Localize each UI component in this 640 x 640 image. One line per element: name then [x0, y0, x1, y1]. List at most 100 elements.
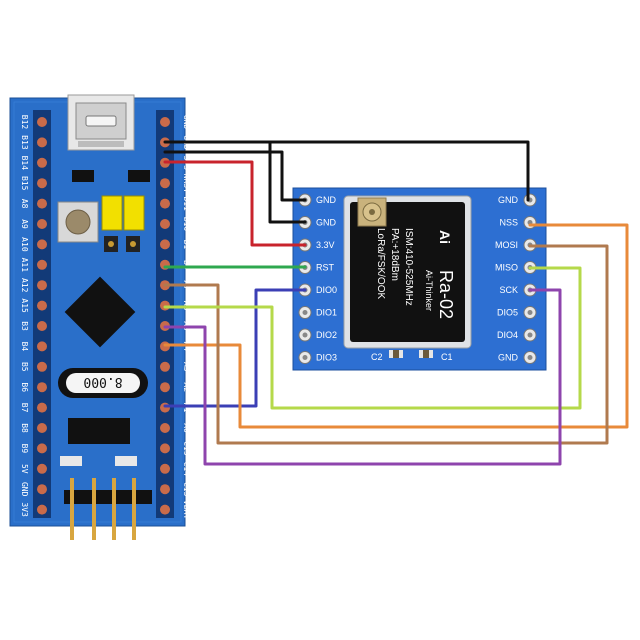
stm32-pin-label: A1	[182, 403, 191, 413]
stm32-pin-label: C13	[182, 482, 191, 497]
wire-miso	[163, 266, 582, 410]
wire-gnd-2	[163, 150, 307, 202]
module-pin-label: DIO1	[316, 308, 337, 318]
stm32-pad	[160, 463, 170, 474]
chip-brand: Ai-Thinker	[424, 270, 434, 311]
module-pin-label: DIO2	[316, 330, 337, 340]
crystal-oscillator: 8.000	[58, 368, 148, 398]
chip-model: Ra-02	[436, 270, 456, 319]
stm32-pad	[37, 178, 47, 189]
stm32-pin-label: A3	[182, 362, 191, 372]
stm32-pin-label: B7	[20, 403, 29, 413]
stm32-pin-label: A8	[20, 199, 29, 209]
wire-nss	[163, 223, 629, 429]
swd-header[interactable]	[60, 456, 152, 540]
stm32-pad	[160, 117, 170, 127]
stm32-pad	[160, 382, 170, 393]
stm32-pad	[37, 259, 47, 270]
stm32-pin-label: A10	[20, 237, 29, 252]
reset-button[interactable]	[57, 201, 99, 243]
module-pin-label: DIO4	[497, 330, 518, 340]
stm32-pad	[37, 423, 47, 433]
chip-spec-power: PA:+18dBm	[389, 228, 400, 281]
module-pin-label: MOSI	[495, 240, 518, 250]
module-pin-label: RST	[316, 263, 335, 273]
module-pin-label: GND	[316, 195, 337, 205]
stm32-pin-label: B9	[20, 444, 29, 454]
module-pin-label: GND	[498, 195, 519, 205]
stm32-pad	[37, 280, 47, 291]
cap-c1-label: C1	[441, 352, 453, 362]
stm32-pad	[37, 443, 47, 454]
voltage-regulator	[68, 418, 130, 444]
stm32-pad	[160, 443, 170, 454]
ra02-module: Ai Ra-02 Ai-Thinker ISM:410-525MHz PA:+1…	[292, 187, 547, 371]
module-pin-label: GND	[316, 218, 337, 228]
module-pin-label: DIO3	[316, 353, 337, 363]
stm32-pin-label: A11	[20, 258, 29, 273]
module-pin-label: NSS	[499, 218, 518, 228]
module-pin-label: GND	[498, 353, 519, 363]
stm32-pad	[160, 504, 170, 515]
stm32-pad	[160, 361, 170, 372]
stm32-pad	[160, 423, 170, 433]
chip-spec-modulation: LoRa/FSK/OOK	[375, 228, 386, 299]
stm32-pin-label: B1	[182, 240, 191, 250]
stm32-pin-label: B13	[20, 135, 29, 150]
stm32-pad	[37, 137, 47, 148]
stm32-pad	[37, 484, 47, 495]
stm32-pin-label: 5V	[20, 464, 29, 474]
wire-gnd-1	[163, 140, 530, 224]
module-pin-label: DIO0	[316, 285, 337, 295]
capacitors: C2 C1	[371, 350, 453, 362]
stm32-pin-label: B11	[182, 196, 191, 211]
stm32-pad	[37, 321, 47, 331]
module-pad-hole	[527, 310, 533, 315]
module-pad-hole	[527, 332, 533, 338]
stm32-pad	[37, 361, 47, 372]
stm32-pin-label: C15	[182, 441, 191, 456]
ipex-antenna-connector	[357, 197, 387, 227]
boot-jumpers[interactable]	[101, 195, 145, 252]
stm32-pin-label: B10	[182, 217, 191, 232]
module-pin-label: DIO5	[497, 308, 518, 318]
stm32-pad	[160, 198, 170, 209]
wire-mosi	[163, 244, 609, 445]
stm32-pin-label: A0	[182, 423, 191, 433]
stm32-pad	[160, 239, 170, 250]
stm32-pin-label: B0	[182, 260, 191, 270]
smd-component	[72, 170, 94, 182]
module-pin-label: SCK	[499, 285, 518, 295]
stm32-pad	[160, 178, 170, 189]
stm32-pin-label: A15	[20, 298, 29, 313]
module-pad-hole	[302, 310, 308, 315]
stm32-pin-label: VBAT	[182, 500, 191, 519]
cap-c2-label: C2	[371, 352, 383, 362]
stm32-pad	[37, 382, 47, 393]
wires	[163, 140, 629, 466]
stm32-pin-label: C14	[182, 462, 191, 477]
stm32-pad	[37, 402, 47, 413]
stm32-pin-label: NRST	[182, 174, 191, 193]
stm32-pad	[37, 504, 47, 515]
crystal-label: 8.000	[83, 374, 122, 389]
stm32-pin-label: B15	[20, 176, 29, 191]
module-pad-hole	[527, 355, 533, 360]
chip-spec-freq: ISM:410-525MHz	[403, 228, 414, 306]
stm32-pin-label: A12	[20, 278, 29, 293]
chip-logo: Ai	[437, 230, 453, 244]
stm32-pad	[37, 198, 47, 209]
stm32-pad	[37, 341, 47, 352]
stm32-pin-label: GND	[20, 482, 29, 497]
stm32-pad	[160, 484, 170, 495]
module-pin-label: MISO	[495, 263, 518, 273]
stm32-pin-label: A2	[182, 382, 191, 392]
stm32-pad	[37, 219, 47, 229]
usb-connector	[67, 94, 135, 151]
pin-header-left	[33, 110, 51, 518]
stm32-pin-label: B3	[20, 321, 29, 331]
stm32-pin-label: B8	[20, 423, 29, 433]
wire-dio0	[163, 288, 307, 408]
stm32-pin-label: GND	[182, 115, 191, 130]
